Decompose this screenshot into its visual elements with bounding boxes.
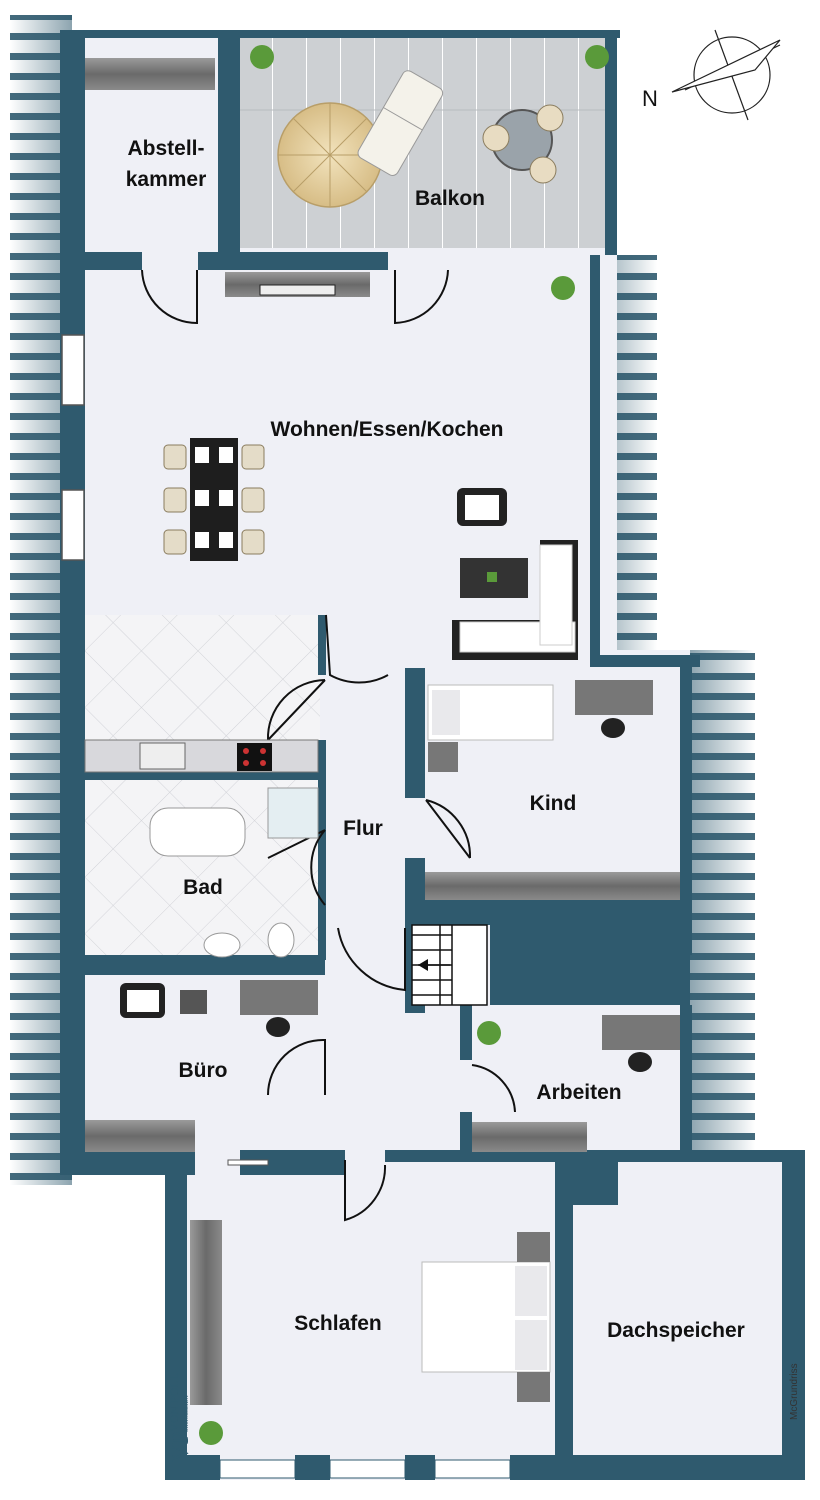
kind-furniture <box>425 680 680 900</box>
arbeiten-furniture <box>472 1015 680 1152</box>
staircase <box>411 924 488 1006</box>
logo: VP VON POLL IMMOBILIEN <box>167 1373 194 1462</box>
windows-left <box>61 334 85 561</box>
shelf-arbeiten <box>472 1122 587 1152</box>
walls <box>60 30 805 1480</box>
schlafen-furniture <box>190 1220 551 1405</box>
bath-fixtures <box>149 787 319 958</box>
logo-initials: VP <box>168 1431 194 1462</box>
sink-icon <box>139 742 186 770</box>
room-label-buero: Büro <box>179 1059 228 1082</box>
roof-slope-right-lower <box>690 650 755 1160</box>
stove-icon <box>237 743 272 771</box>
room-label-kind: Kind <box>530 792 577 815</box>
shelf-buero <box>85 1120 195 1152</box>
toilet-icon <box>267 922 295 958</box>
logo-name: VON POLL <box>167 1373 181 1432</box>
room-label-balkon: Balkon <box>415 187 485 210</box>
kitchen-counter <box>84 739 319 773</box>
desk-chair-icon <box>601 718 625 738</box>
living-furniture <box>452 488 578 660</box>
logo-sub: IMMOBILIEN <box>184 1395 190 1432</box>
wardrobe-kind <box>425 872 680 900</box>
balcony-furniture <box>277 70 564 208</box>
shelf-abstellkammer <box>85 58 215 90</box>
desk-chair-icon <box>628 1052 652 1072</box>
arrow-left-icon <box>418 959 428 971</box>
room-label-dachspeicher: Dachspeicher <box>607 1319 745 1342</box>
sun-lounger-icon <box>357 70 444 176</box>
plant-icon <box>199 45 609 1445</box>
bathtub-icon <box>149 807 246 857</box>
room-label-flur: Flur <box>343 817 383 840</box>
desk-icon <box>240 980 318 1015</box>
wardrobe-schlafen <box>190 1220 222 1405</box>
window-row-schlafen <box>219 1459 511 1479</box>
compass-north-label: N <box>642 86 658 111</box>
room-label-wohnen: Wohnen/Essen/Kochen <box>271 418 504 441</box>
compass-icon <box>671 29 781 121</box>
room-label-abstellkammer-2: kammer <box>126 168 207 191</box>
door-threshold <box>227 1159 269 1166</box>
room-label-bad: Bad <box>183 876 223 899</box>
kitchen-tiles <box>85 615 320 740</box>
room-label-arbeiten: Arbeiten <box>536 1081 621 1104</box>
buero-furniture <box>85 980 318 1152</box>
washbasin-icon <box>203 932 241 958</box>
desk-chair-icon <box>266 1017 290 1037</box>
desk-icon <box>602 1015 680 1050</box>
dining-table <box>163 438 265 561</box>
credit-label: McGrundriss <box>789 1363 800 1420</box>
desk-icon <box>575 680 653 715</box>
room-label-abstellkammer: Abstell- <box>127 137 204 160</box>
shower-icon <box>267 787 319 839</box>
room-label-schlafen: Schlafen <box>294 1312 382 1335</box>
radiator <box>259 284 336 296</box>
